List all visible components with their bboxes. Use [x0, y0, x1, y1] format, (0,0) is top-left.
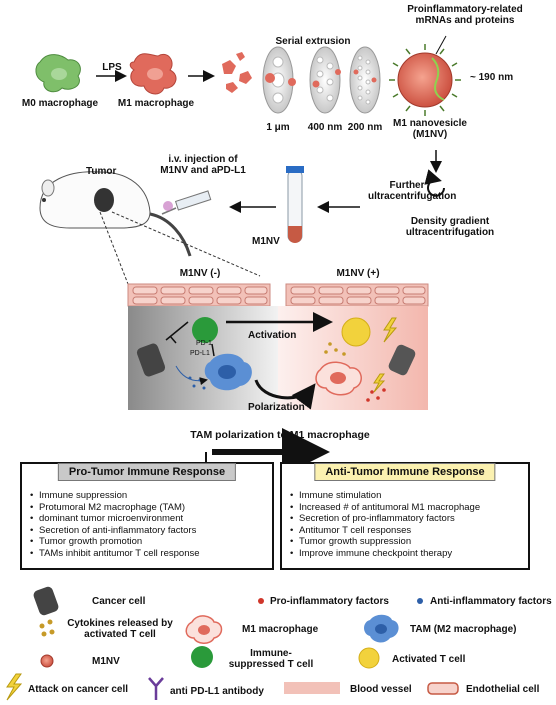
zoom-line-left — [99, 211, 129, 285]
serial-extrusion-label: Serial extrusion — [275, 36, 351, 47]
m1-nucleus — [147, 68, 163, 80]
recycle-icon — [424, 169, 445, 197]
m1nv-label: M1 nanovesicle (M1NV) — [393, 118, 467, 140]
legend-cytokines: Cytokines released by activated T cell — [67, 618, 173, 640]
legend-vessel: Blood vessel — [350, 684, 412, 695]
legend-endothelial-icon — [427, 682, 459, 695]
legend-immune-suppressed: Immune-suppressed T cell — [228, 648, 314, 670]
mrna-pointer — [435, 35, 447, 55]
legend-tam: TAM (M2 macrophage) — [410, 624, 517, 635]
list-item: Immune stimulation — [290, 490, 524, 502]
pore-3-label: 200 nm — [347, 122, 383, 133]
list-item: Improve immune checkpoint therapy — [290, 548, 524, 560]
syringe — [161, 190, 212, 215]
list-item: Increased # of antitumoral M1 macrophage — [290, 502, 524, 514]
pore-1-label: 1 μm — [266, 122, 290, 133]
polarization-arrow — [254, 379, 316, 410]
list-item: Tumor growth promotion — [30, 536, 268, 548]
m0-nucleus — [51, 68, 67, 80]
activation-label: Activation — [248, 330, 297, 341]
cell-fragments — [222, 52, 252, 93]
tube — [286, 166, 304, 243]
legend-cancer-cell: Cancer cell — [92, 596, 146, 607]
extrusion-membranes — [262, 46, 381, 114]
list-item: TAMs inhibit antitumor T cell response — [30, 548, 268, 560]
list-item: Antitumor T cell responses — [290, 525, 524, 537]
tube-label: M1NV — [252, 236, 280, 247]
density-label: Density gradient ultracentrifugation — [405, 216, 495, 238]
size-label: ~ 190 nm — [470, 72, 514, 83]
pro-tumor-list: Immune suppression Protumoral M2 macroph… — [30, 490, 268, 560]
legend-m1-macrophage: M1 macrophage — [242, 624, 319, 635]
legend-activated: Activated T cell — [392, 654, 466, 665]
injection-label: i.v. injection of M1NV and aPD-L1 — [160, 154, 246, 176]
pro-tumor-box: Pro-Tumor Immune Response Immune suppres… — [20, 462, 274, 570]
list-item: Secretion of anti-inflammatory factors — [30, 525, 268, 537]
lightning-icon — [383, 317, 398, 343]
list-item: Immune suppression — [30, 490, 268, 502]
legend-antibody-icon — [148, 677, 164, 700]
legend-suppressed-tcell-icon — [191, 646, 213, 668]
pdl1-label: PD-L1 — [190, 350, 210, 357]
inhibit-line — [165, 321, 189, 341]
tam-polarization-label: TAM polarization to M1 macrophage — [190, 429, 370, 441]
legend-anti-factor-icon — [417, 598, 423, 604]
lightning-icon-2 — [373, 373, 386, 393]
m1-label: M1 macrophage — [117, 98, 195, 109]
blood-vessel-left — [127, 283, 271, 307]
anti-tumor-title: Anti-Tumor Immune Response — [314, 463, 496, 481]
legend-endothelial: Endothelial cell — [466, 684, 540, 695]
mouse — [39, 171, 192, 257]
panel-neg-label: M1NV (-) — [179, 268, 221, 279]
legend-attack-icon — [6, 673, 23, 701]
legend-antibody: anti PD-L1 antibody — [170, 686, 264, 697]
list-item: Secretion of pro-inflammatory factors — [290, 513, 524, 525]
tumor-label: Tumor — [86, 166, 117, 177]
legend-pro-factors: Pro-inflammatory factors — [270, 596, 389, 607]
legend-attack: Attack on cancer cell — [28, 684, 129, 695]
further-label: Further ultracentrifugation — [368, 180, 457, 202]
cancer-cell-left — [136, 343, 166, 377]
pro-tumor-title: Pro-Tumor Immune Response — [57, 463, 237, 481]
blood-vessel-right — [285, 283, 429, 307]
legend-vessel-icon — [284, 682, 340, 694]
legend-m1nv-icon — [40, 654, 54, 668]
lps-label: LPS — [102, 62, 122, 73]
legend-cytokine-icon — [39, 619, 55, 637]
m1-nanovesicle — [389, 44, 461, 116]
tam-inhibit-line — [211, 343, 215, 357]
list-item: dominant tumor microenvironment — [30, 513, 268, 525]
legend-anti-factors: Anti-inflammatory factors — [430, 596, 552, 607]
anti-tumor-list: Immune stimulation Increased # of antitu… — [290, 490, 524, 560]
list-item: Tumor growth suppression — [290, 536, 524, 548]
legend-pro-factor-icon — [258, 598, 264, 604]
immune-suppressed-tcell — [192, 317, 218, 343]
anti-tumor-box: Anti-Tumor Immune Response Immune stimul… — [280, 462, 530, 570]
polarization-label: Polarization — [248, 402, 305, 413]
pore-2-label: 400 nm — [307, 122, 343, 133]
pd1-label: PD-1 — [196, 340, 212, 347]
cancer-cell-right — [388, 344, 416, 376]
zoom-line-right — [111, 211, 261, 277]
panel-pos-label: M1NV (+) — [336, 268, 380, 279]
proinflammatory-label: Proinflammatory-related mRNAs and protei… — [407, 4, 523, 26]
activated-tcell — [341, 317, 371, 347]
pro-inflammatory-dots — [366, 388, 386, 402]
list-item: Protumoral M2 macrophage (TAM) — [30, 502, 268, 514]
m0-label: M0 macrophage — [21, 98, 99, 109]
cytokine-dots — [324, 342, 346, 356]
legend-activated-tcell-icon — [358, 647, 380, 669]
legend-cancer-cell-icon — [33, 586, 59, 616]
legend-m1nv: M1NV — [92, 656, 120, 667]
